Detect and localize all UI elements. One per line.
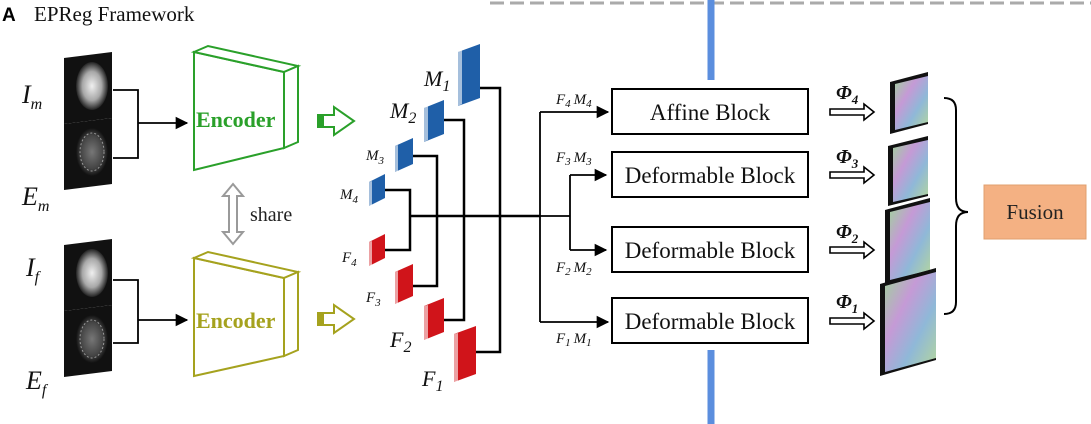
label-phi3: Φ3 [836, 146, 859, 171]
label-if: If [25, 253, 42, 286]
label-f1: F1 [421, 366, 443, 395]
feature-m1 [458, 44, 480, 106]
feature-f2 [424, 298, 444, 340]
feature-m3 [395, 138, 413, 172]
input-connectors-top [113, 89, 189, 159]
encoder-moving-label: Encoder [196, 107, 276, 132]
encoder-fixed-label: Encoder [196, 308, 276, 333]
input-image-em [64, 118, 112, 190]
diagram-title: EPReg Framework [34, 2, 195, 26]
svg-text:Deformable Block: Deformable Block [625, 238, 796, 263]
feature-m2 [424, 100, 444, 142]
fusion-brace [943, 97, 969, 315]
input-image-if [64, 239, 112, 311]
panel-label: A [2, 5, 16, 26]
label-phi2: Φ2 [836, 221, 859, 246]
moving-output-arrow-tail [318, 115, 324, 127]
encoder-moving [190, 44, 302, 172]
deformation-field-phi3 [888, 136, 928, 206]
label-m4: M4 [339, 187, 359, 206]
label-phi1: Φ1 [836, 291, 858, 316]
input-image-ef [64, 305, 112, 377]
deformable-block-2: Deformable Block [611, 226, 809, 273]
label-m3: M3 [365, 148, 385, 167]
label-im: Im [21, 80, 42, 113]
feature-m4 [369, 174, 385, 206]
phi-arrows [829, 102, 876, 331]
input-image-im [64, 52, 112, 124]
encoder-fixed [190, 250, 302, 378]
label-em: Em [21, 182, 49, 215]
block-connectors [539, 105, 610, 329]
label-f4: F4 [341, 250, 357, 269]
affine-block: Affine Block [611, 88, 809, 135]
feature-connectors [385, 86, 540, 354]
svg-text:Deformable Block: Deformable Block [625, 163, 796, 188]
label-f3: F3 [365, 290, 381, 309]
fixed-output-arrow-tail [318, 313, 324, 325]
fusion-box: Fusion [983, 184, 1087, 240]
svg-text:Fusion: Fusion [1006, 200, 1064, 224]
deformation-field-phi2 [885, 198, 930, 284]
feature-f4 [369, 234, 385, 266]
svg-text:Affine Block: Affine Block [650, 100, 771, 125]
deformable-block-1: Deformable Block [611, 151, 809, 198]
svg-text:Deformable Block: Deformable Block [625, 309, 796, 334]
label-m1: M1 [423, 66, 450, 95]
label-m2: M2 [389, 98, 416, 127]
feature-f3 [395, 264, 413, 304]
deformation-field-phi4 [890, 72, 928, 134]
input-connectors-bottom [113, 279, 189, 344]
share-arrow [220, 182, 246, 246]
label-phi4: Φ4 [836, 82, 859, 107]
deformation-field-phi1 [880, 268, 936, 376]
share-label: share [250, 204, 292, 226]
feature-f1 [454, 326, 476, 382]
label-ef: Ef [25, 366, 49, 399]
deformable-block-3: Deformable Block [611, 297, 809, 344]
label-f2: F2 [389, 327, 411, 356]
